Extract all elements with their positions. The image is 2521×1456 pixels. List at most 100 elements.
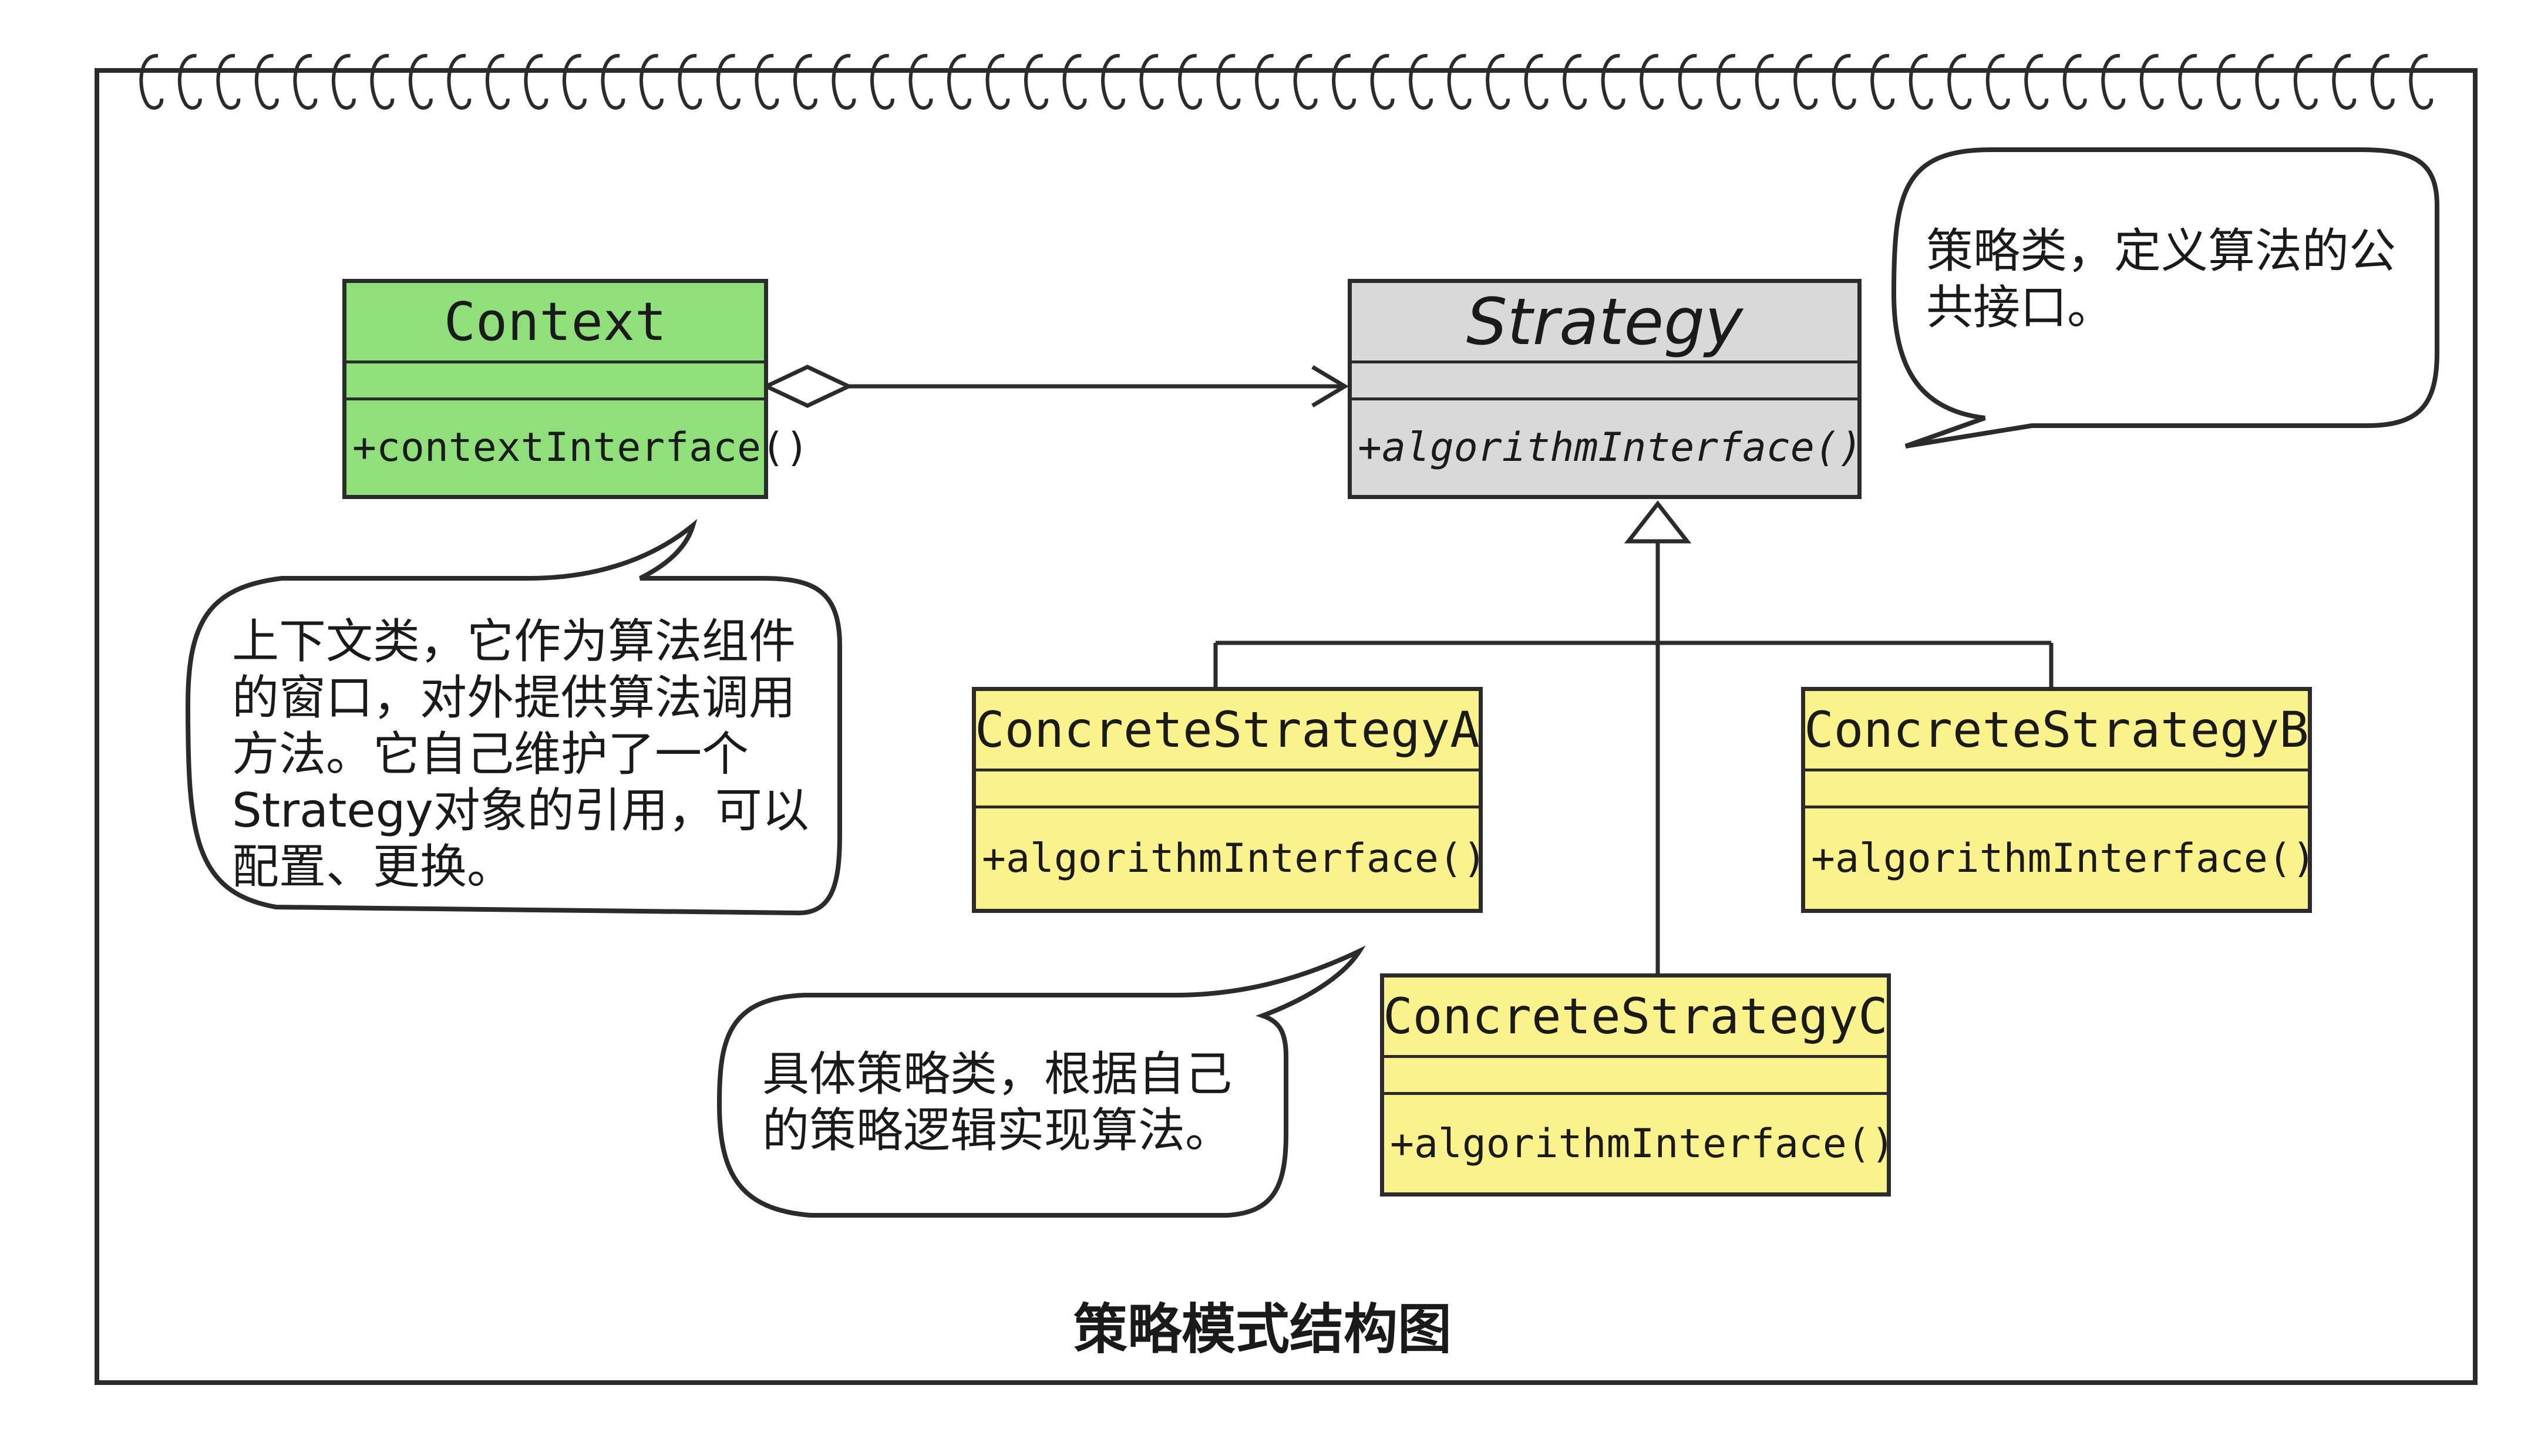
concrete-note-bubble (716, 945, 1366, 1218)
spiral-coil (1755, 53, 1779, 110)
spiral-coil (139, 53, 164, 110)
spiral-coil (755, 53, 779, 110)
strategy-attributes (1352, 363, 1857, 400)
spiral-coil (1909, 53, 1933, 110)
spiral-coil (2293, 53, 2318, 110)
spiral-coil (1524, 53, 1549, 110)
strategy-note-bubble (1891, 147, 2439, 449)
concrete-strategy-c-name: ConcreteStrategyC (1383, 978, 1888, 1058)
strategy-note-line: 共接口。 (1926, 280, 2114, 335)
spiral-coil (2178, 53, 2202, 110)
spiral-coil (1178, 53, 1202, 110)
context-class-name: Context (346, 283, 764, 363)
spiral-coil (1062, 53, 1087, 110)
spiral-coil (2101, 53, 2125, 110)
spiral-coil (678, 53, 702, 110)
context-note-bubble (185, 518, 842, 916)
concrete-strategy-b-class: ConcreteStrategyB +algorithmInterface() (1801, 687, 2316, 913)
spiral-coil (1563, 53, 1587, 110)
spiral-coil (1024, 53, 1048, 110)
concrete-strategy-b-operation: +algorithmInterface() (1811, 835, 2316, 882)
spiral-coil (870, 53, 894, 110)
spiral-coil (716, 53, 741, 110)
spiral-coil (1640, 53, 1664, 110)
concrete-strategy-b-name: ConcreteStrategyB (1804, 691, 2309, 771)
spiral-coil (985, 53, 1010, 110)
association-arrowhead (1311, 365, 1349, 408)
spiral-coil (524, 53, 548, 110)
spiral-coil (639, 53, 664, 110)
spiral-coil (1255, 53, 1279, 110)
spiral-coil (793, 53, 817, 110)
spiral-coil (2409, 53, 2434, 110)
spiral-coil (177, 53, 202, 110)
spiral-coil (2332, 53, 2356, 110)
context-class: Context +contextInterface() (342, 279, 809, 499)
context-note-line: 的窗口，对外提供算法调用 (232, 670, 796, 725)
inheritance-triangle (1624, 500, 1692, 544)
concrete-strategy-a-name: ConcreteStrategyA (975, 691, 1480, 771)
spiral-coil (1870, 53, 1894, 110)
spiral-coil (1486, 53, 1510, 110)
spiral-coil (1601, 53, 1625, 110)
spiral-coil (1447, 53, 1472, 110)
spiral-coil (1832, 53, 1856, 110)
spiral-coil (908, 53, 933, 110)
spiral-coil (832, 53, 856, 110)
spiral-coil (1716, 53, 1741, 110)
notebook-frame (95, 68, 2478, 1385)
spiral-coil (2139, 53, 2164, 110)
concrete-strategy-a-attributes (976, 771, 1479, 808)
concrete-strategy-c-operation: +algorithmInterface() (1390, 1120, 1895, 1167)
strategy-class: Strategy +algorithmInterface() (1348, 279, 1863, 499)
context-note-text: 上下文类，它作为算法组件 的窗口，对外提供算法调用 方法。它自己维护了一个 St… (232, 614, 843, 895)
diagram-caption: 策略模式结构图 (1073, 1298, 1452, 1361)
strategy-class-name: Strategy (1352, 283, 1857, 363)
strategy-operation: +algorithmInterface() (1358, 424, 1863, 471)
context-attributes (346, 363, 764, 400)
spiral-binding (139, 53, 2434, 110)
spiral-coil (2255, 53, 2279, 110)
spiral-coil (1793, 53, 1817, 110)
spiral-coil (947, 53, 971, 110)
spiral-coil (1409, 53, 1433, 110)
strategy-note-text: 策略类，定义算法的公 共接口。 (1926, 223, 2431, 336)
spiral-coil (1332, 53, 1356, 110)
spiral-coil (2370, 53, 2395, 110)
context-note-line: 配置、更换。 (232, 840, 514, 894)
context-note-line: 上下文类，它作为算法组件 (232, 614, 796, 669)
spiral-coil (485, 53, 510, 110)
spiral-coil (1216, 53, 1241, 110)
spiral-coil (1293, 53, 1318, 110)
spiral-coil (293, 53, 318, 110)
spiral-coil (216, 53, 241, 110)
concrete-strategy-c-class: ConcreteStrategyC +algorithmInterface() (1380, 973, 1895, 1197)
spiral-coil (447, 53, 472, 110)
spiral-coil (2024, 53, 2048, 110)
spiral-coil (1678, 53, 1702, 110)
spiral-coil (601, 53, 625, 110)
concrete-strategy-b-attributes (1805, 771, 2308, 808)
spiral-coil (1985, 53, 2010, 110)
spiral-coil (1139, 53, 1164, 110)
context-operation: +contextInterface() (352, 424, 809, 471)
context-note-line: 方法。它自己维护了一个 (232, 727, 749, 781)
spiral-coil (1947, 53, 1971, 110)
context-note-line: Strategy对象的引用，可以 (232, 783, 809, 838)
spiral-coil (562, 53, 587, 110)
spiral-coil (370, 53, 395, 110)
spiral-coil (331, 53, 356, 110)
concrete-strategy-a-operation: +algorithmInterface() (982, 835, 1487, 882)
concrete-note-line: 的策略逻辑实现算法。 (762, 1103, 1232, 1158)
spiral-coil (2062, 53, 2087, 110)
aggregation-diamond (761, 365, 854, 408)
concrete-note-line: 具体策略类，根据自己 (762, 1047, 1232, 1101)
spiral-coil (254, 53, 279, 110)
concrete-note-text: 具体策略类，根据自己 的策略逻辑实现算法。 (762, 1046, 1279, 1159)
concrete-strategy-c-attributes (1384, 1058, 1887, 1095)
concrete-strategy-a-class: ConcreteStrategyA +algorithmInterface() (972, 687, 1487, 913)
spiral-coil (1101, 53, 1125, 110)
strategy-note-line: 策略类，定义算法的公 (1926, 224, 2396, 278)
